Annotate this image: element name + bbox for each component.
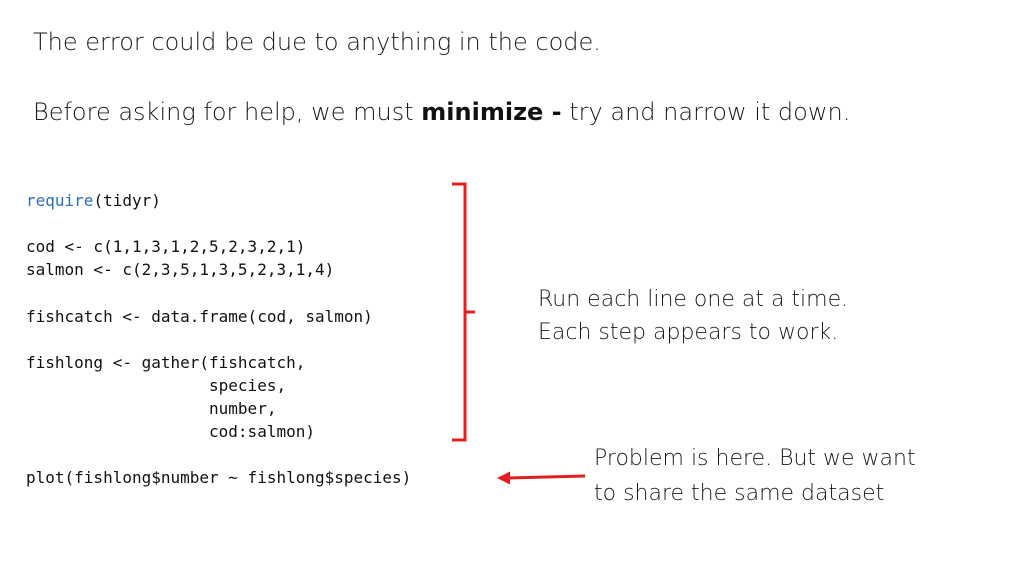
code-line-plot: plot(fishlong$number ~ fishlong$species) [26, 468, 412, 487]
code-line-fishcatch: fishcatch <- data.frame(cod, salmon) [26, 307, 373, 326]
problem-note-line-1: Problem is here. But we want [594, 446, 916, 471]
heading-line-2: Before asking for help, we must minimize… [33, 100, 850, 124]
code-line-gather-3: number, [26, 399, 277, 418]
code-line-gather-2: species, [26, 376, 287, 395]
arrow-line [507, 474, 586, 480]
code-line-gather-4: cod:salmon) [26, 422, 315, 441]
heading-line-2-bold: minimize - [421, 98, 562, 126]
heading-line-1: The error could be due to anything in th… [33, 28, 601, 56]
code-line-salmon: salmon <- c(2,3,5,1,3,5,2,3,1,4) [26, 260, 335, 279]
heading-line-2-suffix: try and narrow it down. [561, 98, 851, 126]
run-note-line-1: Run each line one at a time. [538, 287, 849, 312]
arrow-head-icon [497, 471, 510, 485]
code-line-require: require(tidyr) [26, 193, 161, 209]
right-brace-icon [452, 182, 475, 442]
code-line-cod: cod <- c(1,1,3,1,2,5,2,3,2,1) [26, 237, 306, 256]
code-require-arg: (tidyr) [93, 191, 161, 210]
code-line-gather-1: fishlong <- gather(fishcatch, [26, 353, 306, 372]
code-keyword-require: require [26, 191, 94, 210]
heading-line-2-prefix: Before asking for help, we must [33, 98, 422, 126]
run-note-line-2: Each step appears to work. [538, 320, 839, 345]
problem-note-line-2: to share the same dataset [594, 481, 885, 506]
